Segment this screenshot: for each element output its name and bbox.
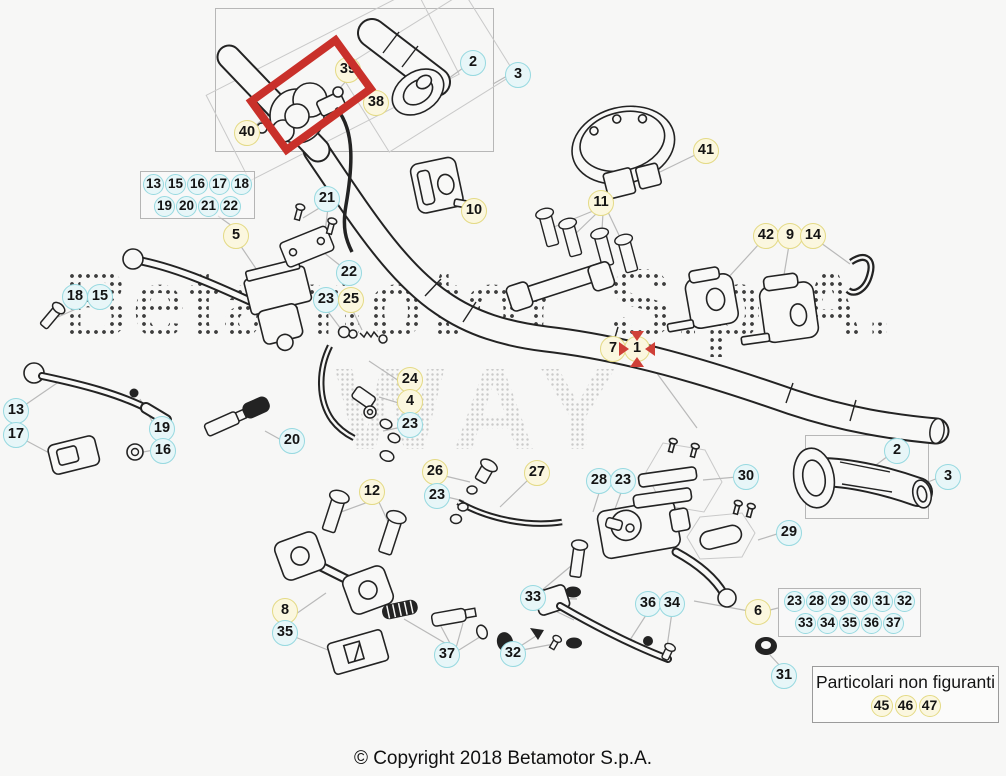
part-balloon-16[interactable]: 16	[150, 438, 176, 464]
part-balloon-29[interactable]: 29	[828, 591, 849, 612]
part-balloon-5[interactable]: 5	[223, 223, 249, 249]
part-balloon-12[interactable]: 12	[359, 479, 385, 505]
part-balloon-23[interactable]: 23	[397, 412, 423, 438]
part-balloon-40[interactable]: 40	[234, 120, 260, 146]
part-balloon-23[interactable]: 23	[784, 591, 805, 612]
part-balloon-23[interactable]: 23	[424, 483, 450, 509]
part-balloon-33[interactable]: 33	[520, 585, 546, 611]
part-balloon-45[interactable]: 45	[870, 695, 893, 717]
part-balloon-18[interactable]: 18	[62, 284, 88, 310]
part-balloon-38[interactable]: 38	[363, 90, 389, 116]
part-balloon-36[interactable]: 36	[861, 613, 882, 634]
selection-arrow-right	[645, 342, 655, 356]
part-balloon-20[interactable]: 20	[279, 428, 305, 454]
part-balloon-3[interactable]: 3	[935, 464, 961, 490]
part-balloon-21[interactable]: 21	[314, 186, 340, 212]
part-balloon-47[interactable]: 47	[918, 695, 941, 717]
part-balloon-37[interactable]: 37	[883, 613, 904, 634]
part-balloon-18[interactable]: 18	[231, 173, 252, 195]
not-shown-title: Particolari non figuranti	[816, 672, 995, 692]
part-balloon-13[interactable]: 13	[143, 173, 164, 195]
part-balloon-23[interactable]: 23	[313, 287, 339, 313]
part-balloon-31[interactable]: 31	[872, 591, 893, 612]
part-balloon-28[interactable]: 28	[806, 591, 827, 612]
part-balloon-35[interactable]: 35	[839, 613, 860, 634]
part-balloon-4[interactable]: 4	[397, 389, 423, 415]
part-balloon-30[interactable]: 30	[733, 464, 759, 490]
part-balloon-28[interactable]: 28	[586, 468, 612, 494]
part-balloon-39[interactable]: 39	[335, 57, 361, 83]
part-balloon-10[interactable]: 10	[461, 198, 487, 224]
part-balloon-36[interactable]: 36	[635, 591, 661, 617]
part-balloon-34[interactable]: 34	[817, 613, 838, 634]
part-balloon-37[interactable]: 37	[434, 642, 460, 668]
part-balloon-30[interactable]: 30	[850, 591, 871, 612]
part-balloon-35[interactable]: 35	[272, 620, 298, 646]
part-balloon-13[interactable]: 13	[3, 398, 29, 424]
part-balloon-16[interactable]: 16	[187, 173, 208, 195]
part-balloon-15[interactable]: 15	[87, 284, 113, 310]
selection-arrow-top	[630, 331, 644, 341]
part-balloon-19[interactable]: 19	[149, 416, 175, 442]
part-balloon-26[interactable]: 26	[422, 459, 448, 485]
part-balloon-20[interactable]: 20	[176, 195, 197, 217]
part-balloon-15[interactable]: 15	[165, 173, 186, 195]
part-balloon-42[interactable]: 42	[753, 223, 779, 249]
part-balloon-31[interactable]: 31	[771, 663, 797, 689]
part-balloon-17[interactable]: 17	[3, 422, 29, 448]
part-balloon-27[interactable]: 27	[524, 460, 550, 486]
part-balloon-6[interactable]: 6	[745, 599, 771, 625]
part-balloon-41[interactable]: 41	[693, 138, 719, 164]
part-balloon-46[interactable]: 46	[894, 695, 917, 717]
part-balloon-29[interactable]: 29	[776, 520, 802, 546]
part-balloon-17[interactable]: 17	[209, 173, 230, 195]
part-balloon-32[interactable]: 32	[894, 591, 915, 612]
part-balloon-19[interactable]: 19	[154, 195, 175, 217]
part-balloon-32[interactable]: 32	[500, 641, 526, 667]
part-balloon-11[interactable]: 11	[588, 190, 614, 216]
part-balloon-24[interactable]: 24	[397, 367, 423, 393]
part-balloon-25[interactable]: 25	[338, 287, 364, 313]
selection-arrow-bottom	[630, 357, 644, 367]
part-balloon-3[interactable]: 3	[505, 62, 531, 88]
detail-frame-top	[215, 8, 494, 152]
selection-arrow-left	[619, 342, 629, 356]
part-balloon-22[interactable]: 22	[220, 195, 241, 217]
part-balloon-34[interactable]: 34	[659, 591, 685, 617]
copyright-text: © Copyright 2018 Betamotor S.p.A.	[353, 748, 653, 769]
part-balloon-2[interactable]: 2	[884, 438, 910, 464]
part-balloon-33[interactable]: 33	[795, 613, 816, 634]
part-balloon-2[interactable]: 2	[460, 50, 486, 76]
part-balloon-22[interactable]: 22	[336, 260, 362, 286]
part-balloon-8[interactable]: 8	[272, 598, 298, 624]
part-balloon-14[interactable]: 14	[800, 223, 826, 249]
part-balloon-23[interactable]: 23	[610, 468, 636, 494]
part-balloon-21[interactable]: 21	[198, 195, 219, 217]
